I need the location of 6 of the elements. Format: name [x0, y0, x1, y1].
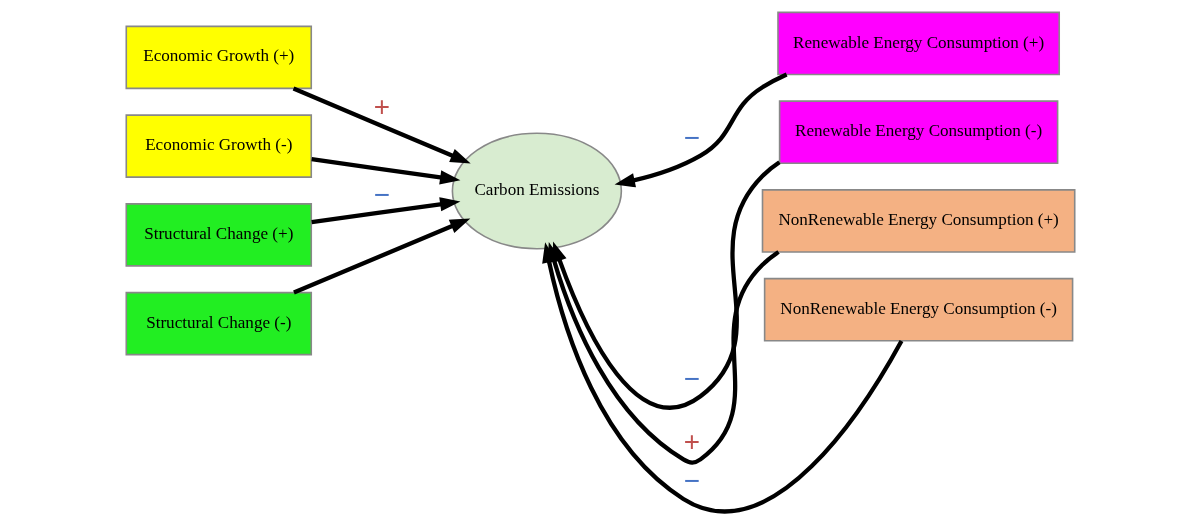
edge-label: −: [683, 362, 700, 394]
edge-label: −: [683, 465, 700, 497]
edge-label: +: [373, 90, 390, 122]
edge-label: −: [683, 121, 700, 153]
edge-label: +: [683, 425, 700, 457]
edge-label: −: [373, 178, 390, 210]
